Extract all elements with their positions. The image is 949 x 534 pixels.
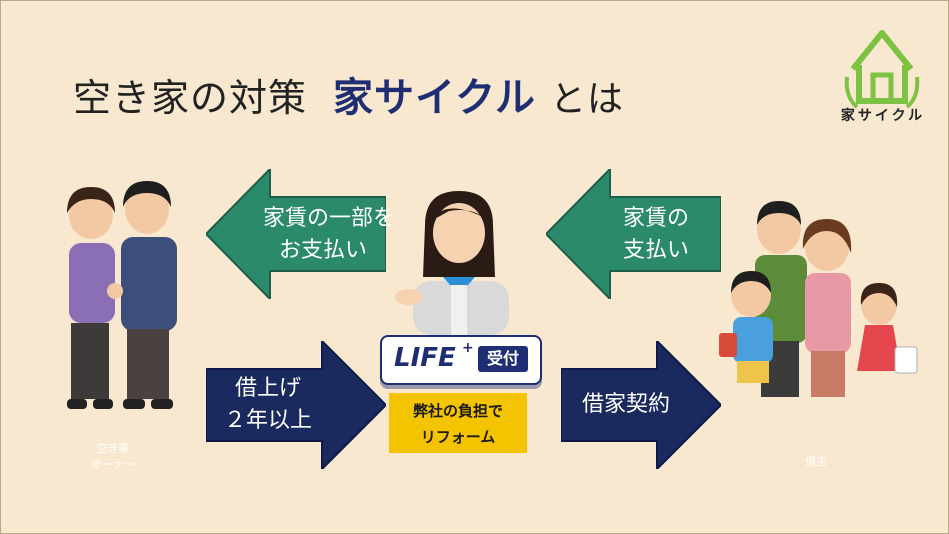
lease-label: 借上げ ２年以上 (223, 376, 312, 433)
tenancy-label: 借家契約 (581, 392, 670, 417)
reception-sign: LIFE + 受付 (380, 335, 542, 385)
reform-note: 弊社の負担で リフォーム (389, 393, 527, 453)
receptionist-illustration (395, 191, 509, 335)
tenancy-arrow (561, 341, 721, 469)
rent-share-label: 家賃の一部を お支払い (263, 206, 396, 263)
house-recycle-icon (844, 30, 920, 109)
sign-life-text: LIFE (394, 343, 456, 373)
rent-share-arrow (206, 169, 386, 299)
owner-caption: 空き家 オーナー (91, 442, 135, 471)
title-brand: 家サイクル (333, 75, 537, 121)
owner-couple-illustration (67, 181, 177, 409)
lease-arrow (206, 341, 386, 469)
sign-reception-tag: 受付 (478, 346, 528, 372)
tenant-caption: 借主 (805, 455, 827, 468)
sign-plus-text: + (462, 340, 474, 356)
page-title: 空き家の対策家サイクルとは (73, 65, 624, 123)
rent-payment-arrow (546, 169, 721, 299)
title-prefix: 空き家の対策 (73, 76, 308, 120)
logo-text: 家サイクル (840, 108, 926, 124)
tenant-family-illustration (719, 201, 918, 397)
title-suffix: とは (550, 79, 625, 120)
rent-payment-label: 家賃の 支払い (622, 206, 689, 263)
